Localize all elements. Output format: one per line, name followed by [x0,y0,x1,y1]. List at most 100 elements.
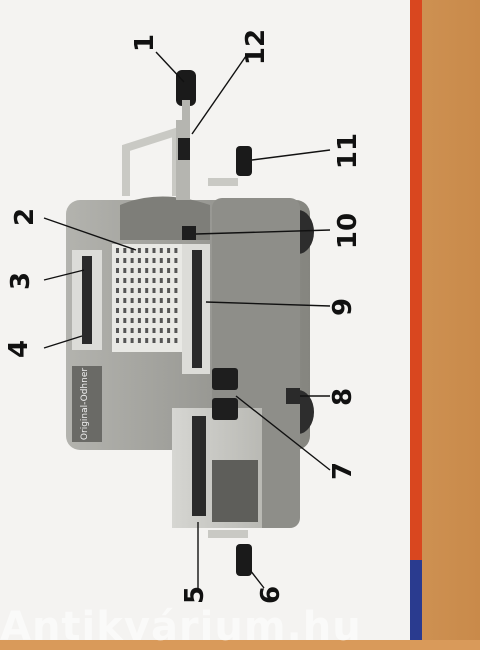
carriage-plate [212,460,258,522]
setting-digit-mark [174,278,178,283]
leader-6 [249,569,265,589]
setting-digit-mark [116,288,119,293]
setting-digit-mark [123,278,127,283]
setting-digit-mark [137,248,141,253]
callout-1: 1 [130,33,161,53]
setting-digit-mark [123,288,127,293]
setting-digit-mark [123,308,127,313]
leader-lines [43,51,331,590]
setting-digit-mark [145,278,149,283]
setting-digit-mark [167,268,171,273]
setting-digit-mark [116,338,119,343]
callout-2: 2 [10,207,41,227]
setting-digit-mark [137,318,141,323]
setting-digit-mark [130,308,134,313]
setting-digit-mark [137,288,141,293]
setting-digit-mark [137,308,141,313]
setting-digit-mark [174,258,178,263]
setting-digit-mark [145,288,149,293]
clearing-lever [286,388,300,404]
setting-digit-mark [167,288,171,293]
callout-9: 9 [328,297,359,317]
leader-11 [251,149,331,161]
setting-digit-mark [145,338,149,343]
setting-digit-mark [167,298,171,303]
setting-digit-mark [167,258,171,263]
setting-digit-mark [152,318,156,323]
setting-digit-mark [167,248,171,253]
setting-digit-mark [130,298,134,303]
setting-digit-mark [159,308,163,313]
setting-digit-mark [174,248,178,253]
setting-digit-mark [167,328,171,333]
carriage-handle-top [236,146,252,176]
setting-digit-mark [123,248,127,253]
setting-digit-mark [159,318,163,323]
revolution-counter-window [82,256,92,344]
setting-digit-mark [145,268,149,273]
setting-digit-mark [130,318,134,323]
leader-1 [155,51,185,83]
setting-digit-mark [167,338,171,343]
setting-digit-mark [159,268,163,273]
setting-digit-mark [174,318,178,323]
setting-digit-mark [174,268,178,273]
setting-digit-mark [145,298,149,303]
carriage-register-window [192,416,206,516]
result-register-window [192,250,202,368]
crank-handle-stem [182,100,190,120]
setting-digit-mark [159,288,163,293]
setting-digit-mark [152,338,156,343]
callout-4: 4 [4,339,35,359]
setting-digit-mark [152,328,156,333]
comma-slider [182,226,196,240]
setting-digit-mark [167,278,171,283]
setting-digit-mark [152,258,156,263]
setting-digit-mark [137,268,141,273]
setting-digit-mark [130,278,134,283]
setting-digit-mark [152,278,156,283]
setting-digit-mark [116,268,119,273]
setting-digit-mark [137,278,141,283]
setting-digit-mark [130,328,134,333]
setting-digit-mark [152,248,156,253]
setting-digit-mark [159,338,163,343]
setting-digit-grid [116,248,178,343]
setting-digit-mark [116,318,119,323]
setting-digit-mark [145,258,149,263]
callout-5: 5 [180,585,211,605]
setting-digit-mark [159,298,163,303]
setting-digit-mark [137,338,141,343]
setting-digit-mark [145,308,149,313]
setting-digit-mark [145,248,149,253]
brand-plate-text: Original-Odhner [80,368,90,440]
callout-12: 12 [241,28,272,66]
setting-digit-mark [159,248,163,253]
callout-11: 11 [333,132,364,170]
carriage-handle-arm-top [208,178,238,186]
leader-10 [195,229,331,235]
setting-digit-mark [159,328,163,333]
setting-digit-mark [137,258,141,263]
setting-digit-mark [137,328,141,333]
setting-digit-mark [145,318,149,323]
callout-7: 7 [328,461,359,481]
setting-digit-mark [123,298,127,303]
leader-3 [43,269,85,281]
carriage-handle-bottom [236,544,252,576]
setting-digit-mark [130,258,134,263]
shift-key-top [212,368,238,390]
callout-6: 6 [256,585,287,605]
setting-digit-mark [130,288,134,293]
setting-digit-mark [130,268,134,273]
setting-digit-mark [145,328,149,333]
setting-digit-mark [116,328,119,333]
setting-digit-mark [116,248,119,253]
setting-digit-mark [152,288,156,293]
callout-8: 8 [328,387,359,407]
setting-digit-mark [174,308,178,313]
setting-digit-mark [116,298,119,303]
setting-digit-mark [152,308,156,313]
setting-digit-mark [159,258,163,263]
